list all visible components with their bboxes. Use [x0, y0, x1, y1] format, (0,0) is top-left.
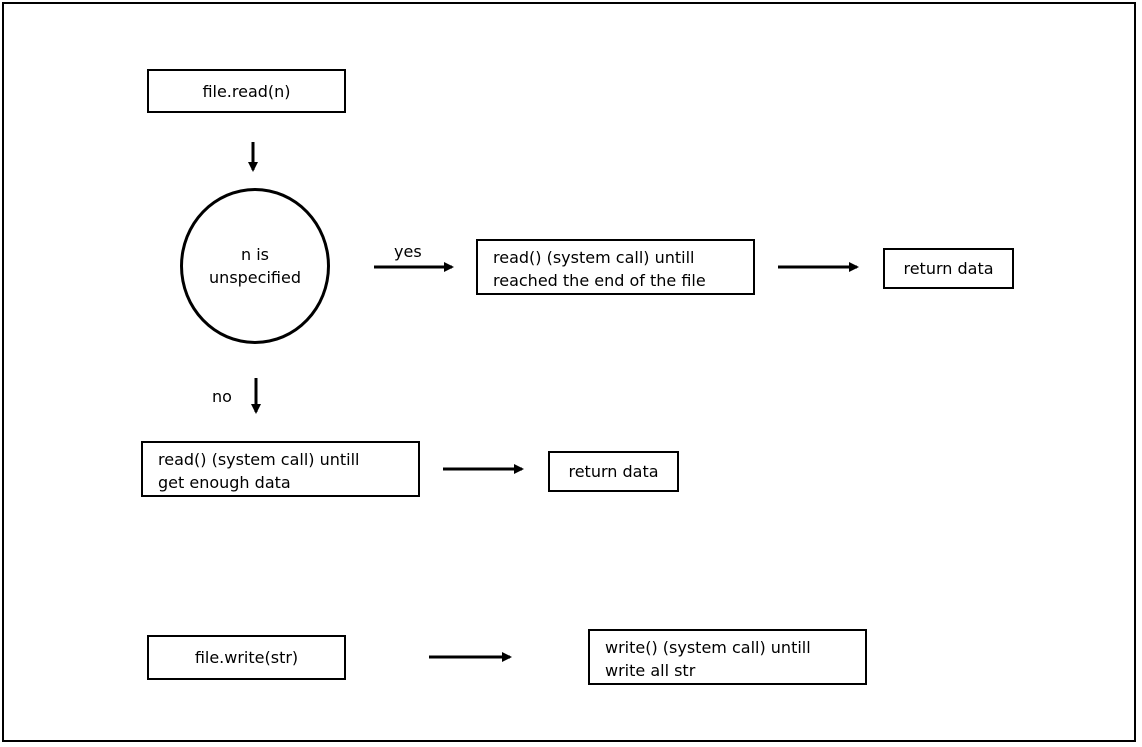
- write-all-node: write() (system call) untill write all s…: [588, 629, 867, 685]
- read-till-eof-line2: reached the end of the file: [493, 271, 706, 290]
- file-read-label: file.read(n): [202, 81, 291, 101]
- write-all-line1: write() (system call) untill: [605, 638, 811, 657]
- edge-label-yes: yes: [394, 242, 422, 261]
- file-write-node: file.write(str): [147, 635, 346, 680]
- file-write-label: file.write(str): [194, 648, 299, 667]
- edge-label-no: no: [212, 387, 232, 406]
- decision-label-line2: unspecified: [209, 268, 301, 287]
- read-enough-node: read() (system call) untill get enough d…: [141, 441, 420, 497]
- read-till-eof-line1: read() (system call) untill: [493, 248, 695, 267]
- read-till-eof-node: read() (system call) untill reached the …: [476, 239, 755, 295]
- file-read-node: file.read(n): [147, 69, 346, 113]
- return-data-bottom-node: return data: [548, 451, 679, 492]
- read-enough-line1: read() (system call) untill: [158, 450, 360, 469]
- return-data-top-node: return data: [883, 248, 1014, 289]
- read-enough-line2: get enough data: [158, 473, 291, 492]
- decision-label-line1: n is: [240, 245, 269, 264]
- return-data-top-label: return data: [903, 259, 994, 278]
- return-data-bottom-label: return data: [568, 462, 659, 481]
- write-all-line2: write all str: [605, 661, 696, 680]
- decision-node: n is unspecified: [180, 188, 330, 344]
